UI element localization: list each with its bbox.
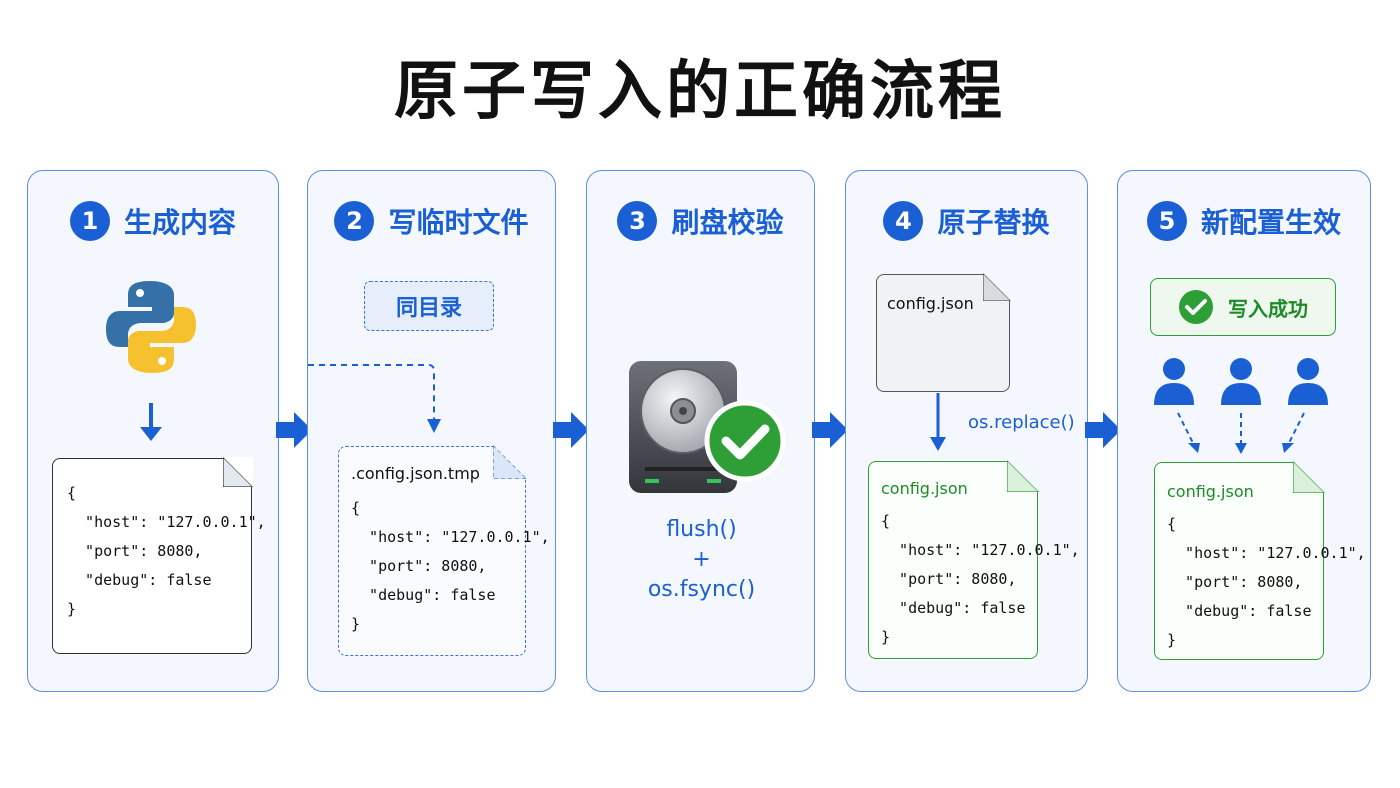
code-line: "port": 8080,	[351, 557, 487, 575]
flush-call: flush()	[666, 517, 737, 542]
step-1-header: 1 生成内容	[28, 201, 278, 241]
os-replace-call: os.replace()	[968, 412, 1075, 433]
code-line: "port": 8080,	[67, 542, 203, 560]
code-line: "host": "127.0.0.1",	[351, 528, 550, 546]
write-success-badge: 写入成功	[1150, 278, 1336, 336]
fsync-call: os.fsync()	[647, 577, 756, 602]
code-line: {	[881, 512, 891, 530]
step-3-number: 3	[617, 201, 658, 241]
code-line: }	[1167, 631, 1177, 649]
step-5-number: 5	[1146, 201, 1187, 241]
active-filename: config.json	[1167, 482, 1254, 501]
code-line: {	[351, 499, 361, 517]
old-filename: config.json	[887, 294, 974, 313]
flow-arrow-icon	[1085, 412, 1121, 448]
code-line: "host": "127.0.0.1",	[881, 541, 1080, 559]
python-logo-icon	[106, 281, 196, 373]
step-2-number: 2	[334, 201, 375, 241]
same-directory-badge: 同目录	[364, 281, 494, 331]
flow-arrow-icon	[812, 412, 848, 448]
code-line: "debug": false	[1167, 602, 1312, 620]
old-config-document: config.json	[876, 273, 1011, 392]
replace-arrow-icon	[930, 393, 946, 451]
code-line: "host": "127.0.0.1",	[67, 513, 266, 531]
step-5-panel: 5 新配置生效 写入成功 config.json { "host": "12	[1117, 170, 1371, 692]
code-line: "debug": false	[67, 571, 212, 589]
users-icon	[1154, 358, 1328, 454]
step-2-title: 写临时文件	[388, 206, 529, 239]
code-line: }	[351, 615, 361, 633]
code-line: }	[67, 600, 77, 618]
code-line: "port": 8080,	[1167, 573, 1303, 591]
temp-file-document: .config.json.tmp { "host": "127.0.0.1", …	[338, 445, 550, 656]
down-arrow-icon	[140, 403, 162, 441]
step-1-panel: 1 生成内容 { "host": "127.0.0.1", "port": 80…	[27, 170, 279, 692]
step-4-number: 4	[883, 201, 924, 241]
step-5-header: 5 新配置生效	[1118, 201, 1370, 241]
new-config-document: config.json { "host": "127.0.0.1", "port…	[868, 460, 1080, 659]
step-4-title: 原子替换	[937, 206, 1050, 239]
active-config-document: config.json { "host": "127.0.0.1", "port…	[1154, 461, 1366, 660]
step-4-panel: 4 原子替换 config.json os.replace() config.j…	[845, 170, 1088, 692]
step-4-header: 4 原子替换	[846, 201, 1087, 241]
plus-sign: +	[692, 547, 711, 572]
code-line: "debug": false	[881, 599, 1026, 617]
step-1-number: 1	[69, 201, 110, 241]
step-1-title: 生成内容	[123, 206, 236, 239]
step-3-header: 3 刷盘校验	[587, 201, 814, 241]
code-line: "host": "127.0.0.1",	[1167, 544, 1366, 562]
flow-arrow-icon	[553, 412, 589, 448]
code-line: }	[881, 628, 891, 646]
code-line: {	[67, 484, 77, 502]
check-circle-icon	[1179, 290, 1213, 324]
new-filename: config.json	[881, 479, 968, 498]
code-line: {	[1167, 515, 1177, 533]
step-3-panel: 3 刷盘校验 flush() + os.fsync()	[586, 170, 815, 692]
step-5-title: 新配置生效	[1200, 206, 1341, 239]
flow-arrow-icon	[276, 412, 312, 448]
success-label: 写入成功	[1228, 296, 1308, 321]
dashed-path-arrow-icon	[308, 364, 441, 433]
hard-drive-verified-icon	[629, 361, 786, 493]
step-3-title: 刷盘校验	[671, 206, 784, 239]
code-line: "debug": false	[351, 586, 496, 604]
page-title: 原子写入的正确流程	[394, 55, 1006, 129]
step-2-header: 2 写临时文件	[308, 201, 555, 241]
temp-filename: .config.json.tmp	[351, 464, 480, 483]
code-line: "port": 8080,	[881, 570, 1017, 588]
step-2-panel: 2 写临时文件 同目录 .config.json.tmp { "host": "…	[307, 170, 556, 692]
json-content-document: { "host": "127.0.0.1", "port": 8080, "de…	[52, 457, 266, 654]
